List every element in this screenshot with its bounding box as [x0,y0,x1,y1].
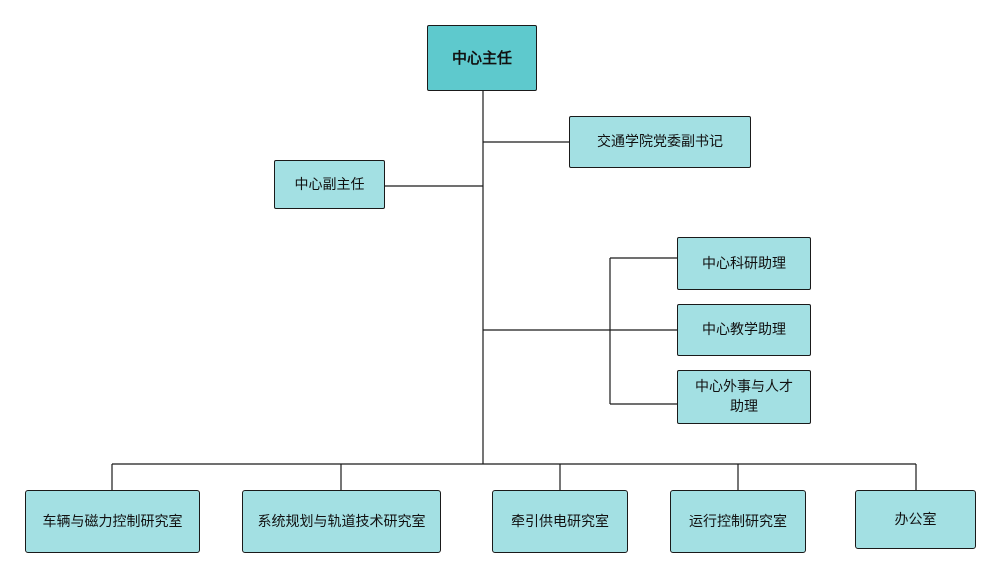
lab-label: 牵引供电研究室 [511,513,609,530]
lab-node-system-track: 系统规划与轨道技术研究室 [242,490,441,553]
foreign-affairs-assistant-label: 中心外事与人才 助理 [695,379,793,415]
office-node: 办公室 [855,490,976,549]
lab-label: 车辆与磁力控制研究室 [42,513,183,530]
deputy-director-node: 中心副主任 [274,160,385,209]
deputy-director-label: 中心副主任 [294,176,365,193]
lab-label: 系统规划与轨道技术研究室 [257,513,426,530]
lab-label: 办公室 [894,511,937,528]
director-label: 中心主任 [451,49,512,67]
lab-node-operation-control: 运行控制研究室 [670,490,806,553]
research-assistant-node: 中心科研助理 [677,237,811,290]
party-secretary-node: 交通学院党委副书记 [569,116,751,168]
foreign-affairs-assistant-node: 中心外事与人才 助理 [677,370,811,424]
lab-label: 运行控制研究室 [689,513,787,530]
teaching-assistant-node: 中心教学助理 [677,304,811,356]
lab-node-traction-power: 牵引供电研究室 [492,490,628,553]
party-secretary-label: 交通学院党委副书记 [597,134,723,150]
lab-node-vehicle-maglev: 车辆与磁力控制研究室 [25,490,200,553]
research-assistant-label: 中心科研助理 [702,255,786,272]
director-node: 中心主任 [427,25,537,91]
teaching-assistant-label: 中心教学助理 [702,322,786,338]
